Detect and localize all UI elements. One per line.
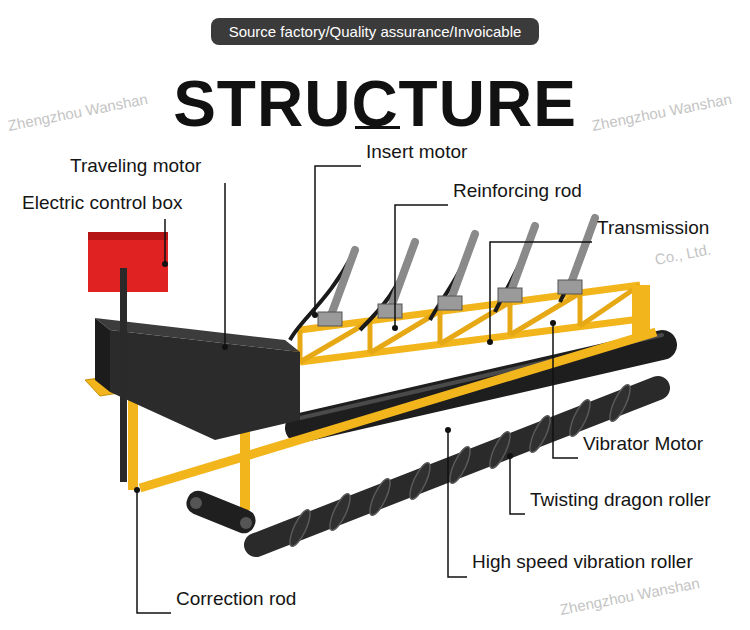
insert-vibrators xyxy=(290,218,595,340)
watermark: Zhengzhou Wanshan xyxy=(7,91,149,133)
control-box-lid xyxy=(88,232,168,240)
part-label: Electric control box xyxy=(22,193,183,212)
part-label: Reinforcing rod xyxy=(453,181,582,200)
frame-leg xyxy=(128,392,138,490)
part-label: Twisting dragon roller xyxy=(530,490,711,509)
twisting-dragon-roller xyxy=(256,388,658,545)
banner-text: Source factory/Quality assurance/Invoica… xyxy=(229,24,522,39)
crawler-track xyxy=(183,487,259,536)
auger-flights xyxy=(286,382,634,548)
banner-pill: Source factory/Quality assurance/Invoica… xyxy=(211,18,540,45)
part-label: Traveling motor xyxy=(70,156,201,175)
leader-lines xyxy=(137,166,592,613)
part-label: High speed vibration roller xyxy=(472,552,693,571)
leader-dots xyxy=(134,261,556,493)
correction-pole xyxy=(120,268,127,482)
watermark: Zhengzhou Wanshan xyxy=(559,575,701,617)
part-label: Correction rod xyxy=(176,589,296,608)
watermark: Co., Ltd. xyxy=(654,241,713,267)
watermark: Zhengzhou Wanshan xyxy=(591,91,733,133)
title: STRUCTURE xyxy=(173,72,577,136)
part-label: Transmission xyxy=(597,218,709,237)
motor-housing-side xyxy=(95,318,110,392)
motor-housing-front xyxy=(110,330,300,440)
part-label: Vibrator Motor xyxy=(583,434,703,453)
electric-control-box xyxy=(88,236,168,292)
frame-end-plate xyxy=(632,285,650,335)
part-label: Insert motor xyxy=(366,142,467,161)
